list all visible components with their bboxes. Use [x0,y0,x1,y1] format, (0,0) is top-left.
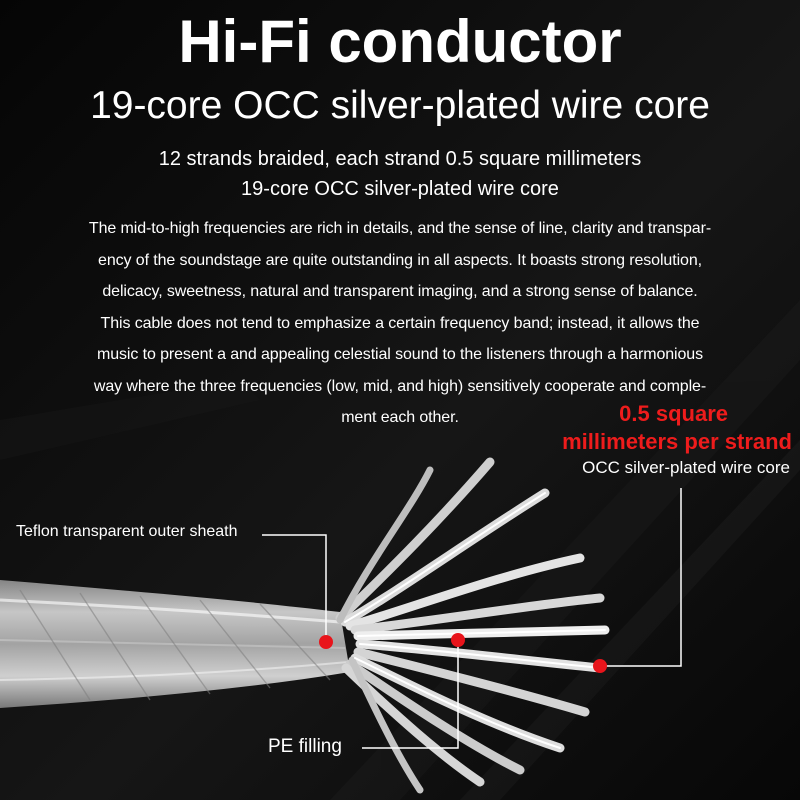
pe-leader-line [362,642,459,749]
subheadline: 19-core OCC silver-plated wire core [90,84,710,127]
cable-body [0,580,350,708]
headline: Hi-Fi conductor [178,8,622,75]
strand-leader-line [600,488,682,667]
description-line: This cable does not tend to emphasize a … [100,314,700,332]
pe-marker [451,633,465,647]
description-line: The mid-to-high frequencies are rich in … [88,220,712,237]
outer-sheath-label: Teflon transparent outer sheath [16,523,238,540]
callout-lines [262,488,682,749]
description-line: ency of the soundstage are quite outstan… [98,251,702,269]
description-line: music to present a and appealing celesti… [96,346,703,363]
spec-line-2: 19-core OCC silver-plated wire core [241,178,559,200]
strand-size-callout-line1: 0.5 square [619,401,728,426]
fanned-strands [335,457,610,794]
description-line: delicacy, sweetness, natural and transpa… [102,283,698,300]
strand-marker [593,659,607,673]
pe-filling-label: PE filling [268,736,342,757]
teflon-leader-line [262,534,327,640]
description: The mid-to-high frequencies are rich in … [40,213,760,434]
description-line: way where the three frequencies (low, mi… [93,377,707,395]
spec-line-1: 12 strands braided, each strand 0.5 squa… [158,148,642,170]
wire-core-label: OCC silver-plated wire core [582,458,790,477]
teflon-marker [319,635,333,649]
description-line: ment each other. [341,409,459,426]
strand-size-callout-line2: millimeters per strand [562,429,792,454]
